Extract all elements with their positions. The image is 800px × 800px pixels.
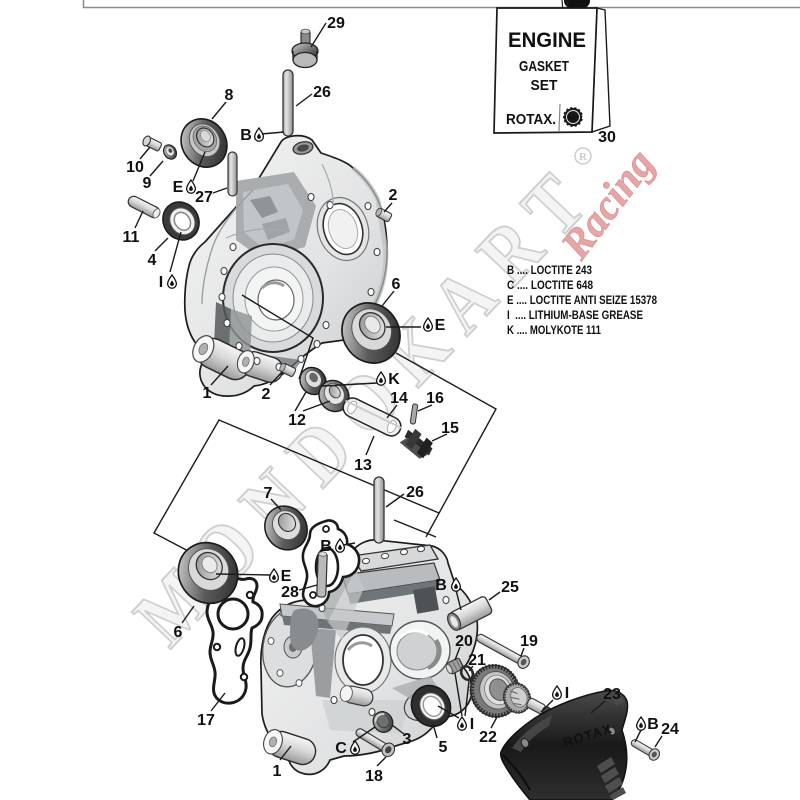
svg-text:2: 2	[262, 386, 271, 403]
svg-text:SET: SET	[531, 77, 558, 94]
svg-text:I: I	[565, 685, 569, 702]
svg-text:ROTAX.: ROTAX.	[506, 112, 556, 128]
svg-text:26: 26	[313, 84, 331, 101]
svg-text:B .... LOCTITE 243: B .... LOCTITE 243	[507, 263, 592, 277]
svg-text:10: 10	[126, 159, 144, 176]
svg-text:7: 7	[264, 485, 273, 502]
svg-text:C: C	[335, 740, 347, 757]
svg-text:I: I	[159, 274, 163, 291]
svg-text:E: E	[435, 317, 446, 334]
svg-text:20: 20	[455, 633, 473, 650]
svg-text:E: E	[281, 568, 292, 585]
svg-text:28: 28	[281, 584, 299, 601]
svg-text:I .... LITHIUM-BASE GREASE: I .... LITHIUM-BASE GREASE	[507, 308, 643, 322]
svg-text:B: B	[240, 127, 252, 144]
svg-text:30: 30	[598, 129, 616, 146]
svg-text:B: B	[435, 577, 447, 594]
svg-text:16: 16	[426, 390, 444, 407]
svg-text:15: 15	[441, 420, 459, 437]
svg-text:19: 19	[520, 633, 538, 650]
svg-text:24: 24	[661, 721, 679, 738]
svg-text:6: 6	[392, 276, 401, 293]
svg-text:1: 1	[203, 385, 212, 402]
svg-text:17: 17	[197, 712, 215, 729]
svg-text:I: I	[470, 716, 474, 733]
svg-text:5: 5	[439, 739, 448, 756]
svg-text:14: 14	[390, 390, 408, 407]
svg-text:ENGINE: ENGINE	[508, 29, 586, 52]
svg-text:23: 23	[603, 686, 621, 703]
svg-text:12: 12	[288, 412, 306, 429]
svg-text:21: 21	[468, 652, 486, 669]
svg-text:26: 26	[406, 484, 424, 501]
svg-text:B: B	[320, 538, 332, 555]
svg-text:K: K	[388, 371, 400, 388]
svg-text:R: R	[579, 151, 588, 163]
svg-text:4: 4	[148, 252, 157, 269]
svg-text:GASKET: GASKET	[519, 58, 569, 75]
svg-text:9: 9	[143, 175, 152, 192]
svg-text:E .... LOCTITE ANTI SEIZE 1537: E .... LOCTITE ANTI SEIZE 15378	[507, 293, 657, 307]
svg-text:2: 2	[389, 187, 398, 204]
svg-text:B: B	[647, 716, 659, 733]
svg-text:K .... MOLYKOTE 111: K .... MOLYKOTE 111	[507, 323, 601, 337]
svg-text:29: 29	[327, 15, 345, 32]
svg-text:8: 8	[225, 87, 234, 104]
svg-text:C .... LOCTITE 648: C .... LOCTITE 648	[507, 278, 593, 292]
svg-text:E: E	[173, 179, 184, 196]
svg-text:6: 6	[174, 624, 183, 641]
svg-text:25: 25	[501, 579, 519, 596]
svg-text:3: 3	[403, 731, 412, 748]
svg-text:13: 13	[354, 457, 372, 474]
svg-text:27: 27	[195, 189, 213, 206]
svg-text:1: 1	[273, 763, 282, 780]
svg-text:BRP: BRP	[568, 116, 579, 122]
svg-text:22: 22	[479, 729, 497, 746]
svg-text:11: 11	[123, 229, 140, 246]
svg-text:18: 18	[365, 768, 383, 785]
